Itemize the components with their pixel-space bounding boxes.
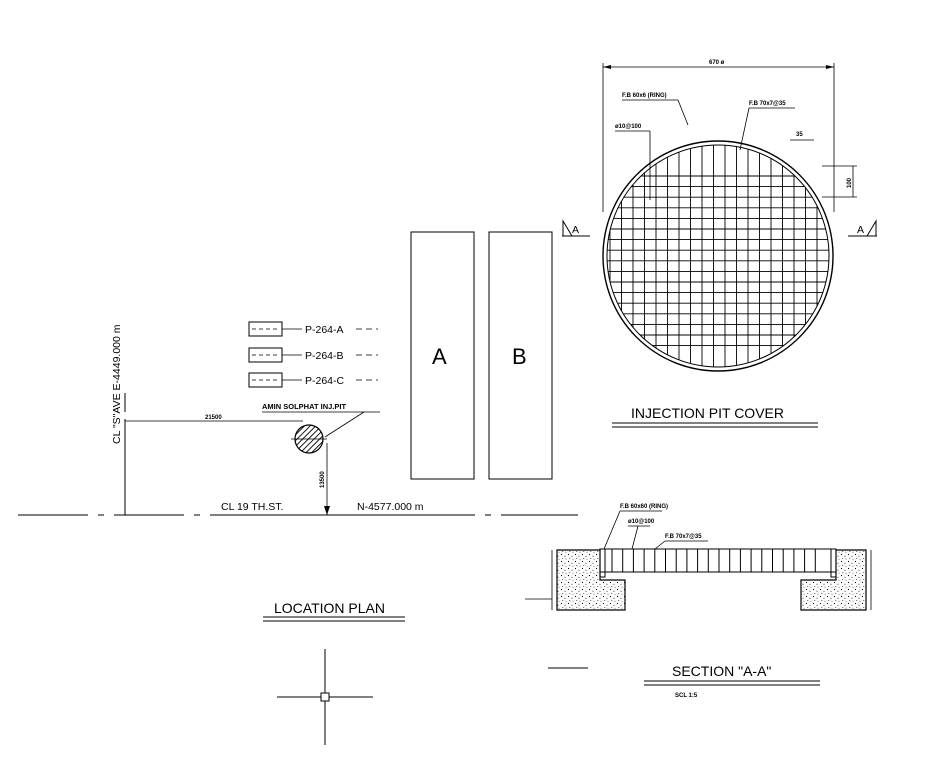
grating-grid xyxy=(607,145,829,367)
pump-label-b: P-264-B xyxy=(305,350,344,362)
injection-pit-cover: 670 ø F.B 60x6 (RING) F.B 70x7@35 ø10@10… xyxy=(562,60,877,428)
pump-p-264-c: P-264-C xyxy=(248,372,378,388)
note-ring-leader xyxy=(677,99,689,126)
cover-ring-inner xyxy=(606,144,830,368)
pump-p-264-b: P-264-B xyxy=(248,347,378,363)
section-note-rod-leader xyxy=(631,525,639,550)
dim-arrow-right xyxy=(826,65,834,69)
vertical-axis-label: CL "S"AVE E-4449.000 m xyxy=(111,324,123,444)
pump-label-c: P-264-C xyxy=(305,375,345,387)
section-mark-left: A xyxy=(562,219,590,237)
pit-cover-title: INJECTION PIT COVER xyxy=(631,405,784,421)
horizontal-axis-label: CL 19 TH.ST. xyxy=(221,501,283,513)
concrete-wall-right xyxy=(800,549,867,611)
cover-dim-pitch: 35 xyxy=(796,132,803,138)
pit-leader xyxy=(324,411,365,438)
tank-a-label: A xyxy=(432,344,447,369)
tank-a xyxy=(410,231,475,480)
section-title: SECTION "A-A" xyxy=(672,663,771,679)
dim-horizontal: 21500 xyxy=(205,415,222,421)
cover-ring-outer xyxy=(602,140,834,372)
dim-arrow-left xyxy=(603,65,611,69)
section-ring-left xyxy=(599,548,606,578)
section-ring-right xyxy=(830,548,837,578)
location-plan: CL "S"AVE E-4449.000 m CL 19 TH.ST. N-45… xyxy=(18,231,578,745)
section-a-a: F.B 60x60 (RING) ø10@100 F.B 70x7@35 SEC… xyxy=(525,504,872,699)
tank-b xyxy=(488,231,553,480)
dim-vertical: 13500 xyxy=(320,471,326,488)
section-mark-left-label: A xyxy=(572,224,579,236)
note-bars-leader xyxy=(739,107,750,151)
section-scale: SCL 1:5 xyxy=(675,693,698,699)
section-note-rod: ø10@100 xyxy=(628,519,655,525)
dim-diameter: 670 ø xyxy=(709,60,725,66)
location-plan-title: LOCATION PLAN xyxy=(274,600,385,616)
section-note-bars-leader xyxy=(654,540,666,550)
section-note-ring: F.B 60x60 (RING) xyxy=(620,504,668,510)
cover-note-rod: ø10@100 xyxy=(615,124,642,130)
pump-label-a: P-264-A xyxy=(305,324,344,336)
section-bearing-bars xyxy=(611,549,816,572)
crosshair-cursor-icon xyxy=(277,649,373,745)
pump-p-264-a: P-264-A xyxy=(248,321,378,337)
section-note-bars: F.B 70x7@35 xyxy=(665,534,702,540)
northing-label: N-4577.000 m xyxy=(357,501,424,513)
tank-b-label: B xyxy=(512,344,527,369)
cover-note-bars: F.B 70x7@35 xyxy=(749,101,786,107)
section-mark-right: A xyxy=(848,219,877,237)
cover-note-ring: F.B 60x6 (RING) xyxy=(622,93,667,99)
section-mark-right-label: A xyxy=(857,224,864,236)
pit-label: AMIN SOLPHAT INJ.PIT xyxy=(262,402,346,411)
dim-arrow xyxy=(324,506,330,515)
cover-dim-spacing: 100 xyxy=(847,177,853,188)
section-note-ring-leader xyxy=(603,510,621,550)
concrete-wall-left xyxy=(556,549,626,611)
